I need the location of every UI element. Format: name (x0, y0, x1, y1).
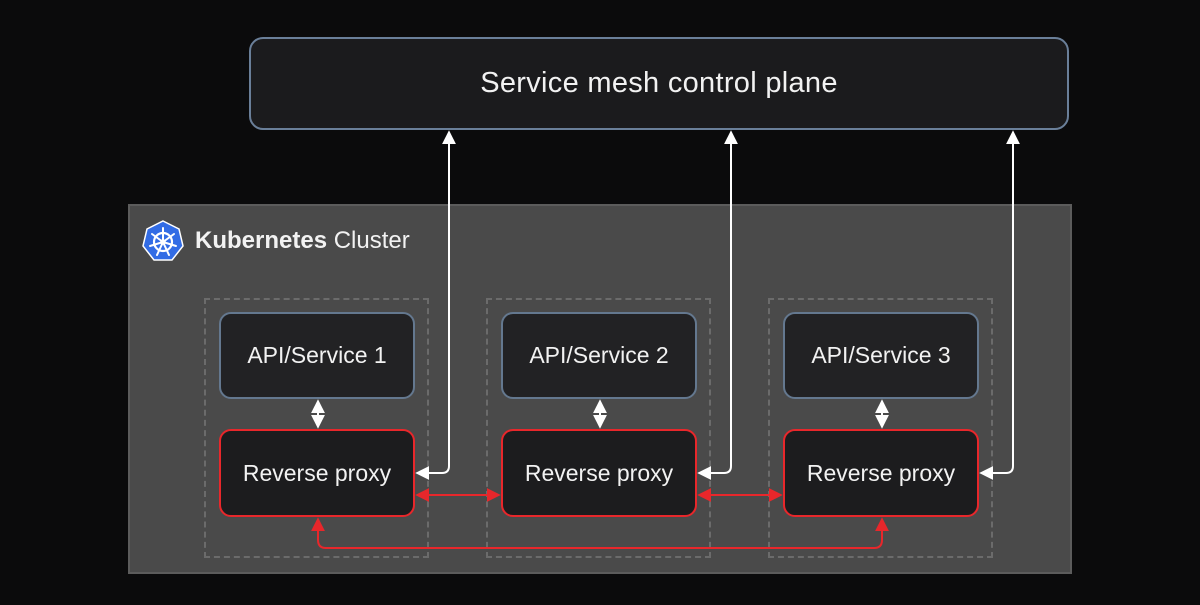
service-label: API/Service 1 (247, 342, 387, 368)
cluster-title-rest: Cluster (333, 227, 410, 254)
service-label: API/Service 3 (811, 342, 951, 368)
control-plane-label: Service mesh control plane (480, 67, 838, 99)
cluster-title: Kubernetes Cluster (141, 220, 410, 262)
reverse-proxy-box-1: Reverse proxy (219, 429, 415, 517)
control-plane-box: Service mesh control plane (249, 37, 1069, 130)
proxy-label: Reverse proxy (242, 459, 392, 486)
kubernetes-helm-icon (142, 220, 184, 261)
mesh-link-1-3 (311, 517, 889, 549)
service-box-1: API/Service 1 (219, 312, 415, 399)
reverse-proxy-box-2: Reverse proxy (501, 429, 697, 517)
service-box-2: API/Service 2 (501, 312, 697, 399)
proxy-label: Reverse proxy (806, 459, 956, 486)
control-plane-link-1 (415, 130, 456, 480)
control-plane-link-2 (697, 130, 738, 480)
service-box-3: API/Service 3 (783, 312, 979, 399)
cluster-title-bold: Kubernetes (195, 227, 328, 254)
reverse-proxy-box-3: Reverse proxy (783, 429, 979, 517)
service-label: API/Service 2 (529, 342, 669, 368)
control-plane-link-3 (979, 130, 1020, 480)
proxy-label: Reverse proxy (524, 459, 674, 486)
